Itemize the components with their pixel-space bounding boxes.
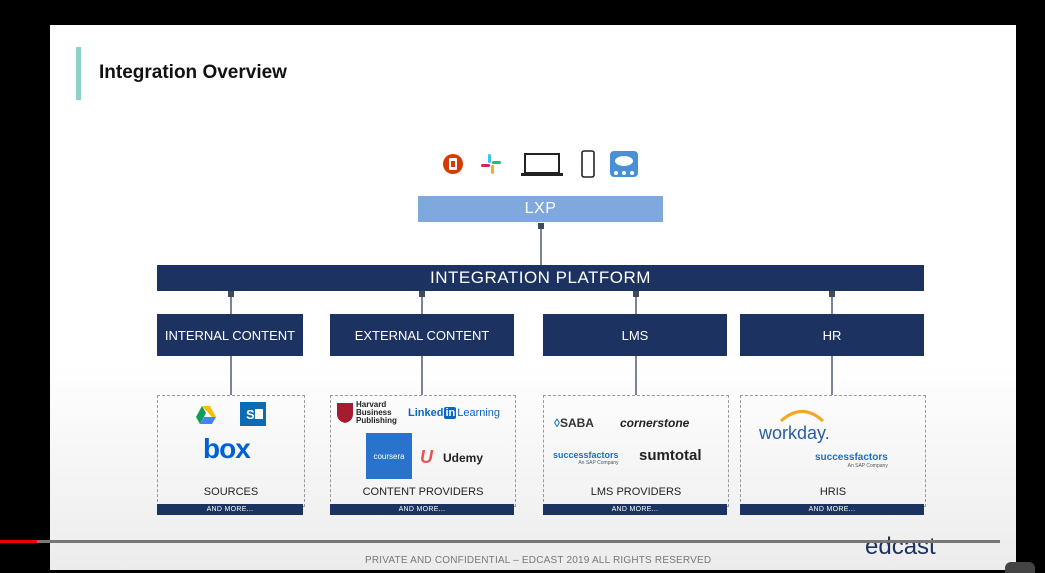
slide: Integration Overview LXP INTEGR [50,25,1016,570]
workday-logo: workday. [759,423,830,443]
connector-line [540,229,542,265]
lxp-box: LXP [418,196,663,222]
successfactors-logo-hr: successfactors An SAP Company [815,452,888,469]
phone-icon [581,150,595,178]
sharepoint-icon: S [240,402,266,426]
box-label-sources: SOURCES [203,486,259,498]
slack-icon [481,154,501,174]
and-more-content-providers: AND MORE... [330,504,514,515]
connector-dot [419,291,425,297]
box-label-lms-providers: LMS PROVIDERS [590,486,682,498]
connector-line [421,297,423,314]
connector-line [831,297,833,314]
connector-line [421,356,423,395]
box-label-hris: HRIS [819,486,847,498]
connector-line [230,356,232,395]
udemy-u-icon: U [420,447,433,467]
footer-confidential: PRIVATE AND CONFIDENTIAL – EDCAST 2019 A… [365,555,712,566]
connector-line [831,356,833,395]
connector-line [635,356,637,395]
salesforce-icon [610,151,638,177]
connector-dot [633,291,639,297]
connector-line [230,297,232,314]
google-drive-icon [196,406,216,424]
integration-platform-bar: INTEGRATION PLATFORM [157,265,924,291]
saba-logo: ◊SABA [554,416,594,430]
title-accent-bar [76,47,81,100]
box-label-content-providers: CONTENT PROVIDERS [362,486,484,498]
cornerstone-logo: cornerstone [620,416,690,430]
udemy-logo: Udemy [443,451,484,465]
connector-dot [228,291,234,297]
svg-text:S: S [246,407,255,422]
connector-line [635,297,637,314]
and-more-lms-providers: AND MORE... [543,504,727,515]
saba-icon: ◊ [554,416,560,430]
connector-dot [829,291,835,297]
category-external-content: EXTERNAL CONTENT [330,314,514,356]
channel-icons [440,150,650,180]
laptop-icon [521,153,563,176]
office-icon [443,154,463,174]
workday-arc-icon [779,410,825,422]
harvard-shield-icon [337,403,353,423]
box-logo: box [203,433,251,464]
harvard-logo: Harvard Business Publishing [356,400,397,425]
video-progress-track[interactable] [0,540,1000,543]
edcast-logo: edcast [865,533,936,560]
video-progress-fill[interactable] [0,540,37,543]
slide-title: Integration Overview [99,62,287,83]
and-more-hris: AND MORE... [740,504,924,515]
connector-dot [538,223,544,229]
sources-box: S box SOURCES [157,395,305,507]
sumtotal-logo: sumtotal [639,447,702,464]
category-lms: LMS [543,314,727,356]
and-more-sources: AND MORE... [157,504,303,515]
coursera-logo: coursera [366,433,412,479]
successfactors-logo-lms: successfactors An SAP Company [553,450,619,466]
hris-box: workday. successfactors An SAP Company H… [740,395,926,507]
category-hr: HR [740,314,924,356]
pause-button[interactable] [1005,562,1035,573]
category-internal-content: INTERNAL CONTENT [157,314,303,356]
lms-providers-box: ◊SABA cornerstone successfactors An SAP … [543,395,729,507]
